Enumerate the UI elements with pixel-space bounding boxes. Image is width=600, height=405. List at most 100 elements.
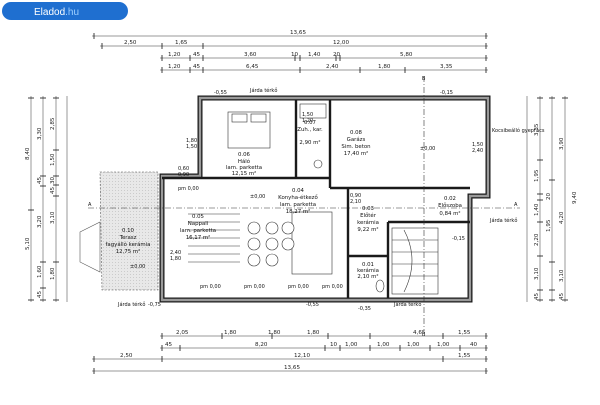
svg-text:Terasz: Terasz — [119, 235, 137, 241]
dim-bottom-r3-1: 12,10 — [294, 353, 310, 359]
house-walls — [159, 95, 491, 303]
svg-text:0.01: 0.01 — [362, 262, 374, 268]
opening-w1b: 1,50 — [186, 144, 197, 150]
level-pm-3: pm 0,00 — [288, 284, 309, 290]
svg-text:Eladod.hu: Eladod.hu — [34, 7, 79, 18]
dim-left-mid-0: 3,30 — [37, 127, 43, 140]
svg-text:lam. parketta: lam. parketta — [180, 228, 216, 234]
opening-w6b: 2,40 — [472, 148, 483, 154]
opening-w4: 2,40 — [170, 250, 181, 256]
bathroom-fixtures — [299, 103, 327, 169]
bed — [227, 111, 271, 149]
level-m055-top: -0,55 — [214, 90, 227, 96]
room-label-living: 0.05 Nappali lam. parketta 16,17 m² — [180, 214, 216, 241]
wc-fixture — [375, 279, 385, 293]
opening-w4b: 1,80 — [170, 256, 181, 262]
svg-text:Sim. beton: Sim. beton — [341, 144, 370, 150]
section-b-bottom: B — [422, 332, 426, 338]
svg-text:Garázs: Garázs — [347, 136, 366, 143]
sofa — [188, 213, 240, 263]
dim-bottom-r2-6: 1,00 — [437, 342, 450, 348]
staircase — [391, 227, 439, 295]
opening-w2: 0,90 — [350, 193, 361, 199]
dim-top-r2-3: 10 — [291, 52, 299, 58]
svg-text:Kocsibeálló gyeprács: Kocsibeálló gyeprács — [492, 127, 545, 134]
level-zero-garage: ±0,00 — [420, 146, 435, 152]
room-label-entry: 0.02 Előszoba 0,84 m² — [438, 196, 462, 217]
dim-bottom-r2-7: 40 — [470, 342, 478, 348]
dimension-chain-top — [92, 33, 488, 73]
room-label-halo: 0.06 Háló lam. parketta 12,15 m² — [226, 152, 262, 177]
dim-bottom-r2-5: 1,00 — [407, 342, 420, 348]
svg-text:0.06: 0.06 — [238, 152, 251, 158]
terrace — [79, 171, 159, 291]
svg-text:0,84 m²: 0,84 m² — [439, 210, 460, 217]
brand-logo[interactable]: Eladod.hu — [2, 2, 128, 20]
sidewalk-right-label: Járda térkő — [489, 217, 517, 224]
dim-bottom-r1-1: 1,80 — [224, 330, 237, 336]
opening-w2b: 2,10 — [350, 199, 361, 205]
dim-top-total: 13,65 — [290, 30, 306, 36]
dim-bottom-r2-4: 1,00 — [377, 342, 390, 348]
level-m075: -0,75 — [148, 302, 161, 308]
dim-right-inner-3: 1,40 — [534, 203, 540, 216]
room-label-bath: 0.07 Zuh., kar. 2,90 m² — [297, 120, 323, 146]
dim-right-inner-7: 45 — [534, 292, 540, 300]
dim-bottom-r2-3: 1,00 — [345, 342, 358, 348]
dim-left-inner-3: 45 — [50, 186, 56, 194]
section-a-right: A — [514, 202, 518, 208]
svg-text:kerámia: kerámia — [357, 267, 379, 274]
dim-left-outer-1: 5,10 — [25, 237, 31, 250]
level-m055-bottom: -0,55 — [306, 302, 319, 308]
level-zero-kitchen: ±0,00 — [250, 194, 265, 200]
dim-bottom-total: 13,65 — [284, 365, 300, 371]
svg-text:Konyha-étkező: Konyha-étkező — [278, 194, 318, 201]
dim-top-r2-2: 3,60 — [244, 52, 257, 58]
svg-text:Előtér: Előtér — [360, 212, 377, 219]
svg-text:lam. parketta: lam. parketta — [226, 165, 262, 171]
level-pm-2: pm 0,00 — [244, 284, 265, 290]
dim-bottom-r1-0: 2,05 — [176, 330, 189, 336]
svg-text:lam. parketta: lam. parketta — [280, 202, 316, 208]
dim-left-mid-3: 1,60 — [37, 265, 43, 278]
svg-text:0.04: 0.04 — [292, 188, 305, 194]
dim-left-inner-0: 2,85 — [50, 117, 56, 130]
sidewalk-bottom-right-label: Járda térkő — [393, 301, 421, 308]
svg-text:Előszoba: Előszoba — [438, 203, 462, 209]
brand-name: Eladod — [34, 7, 65, 18]
svg-text:0.08: 0.08 — [350, 130, 363, 136]
svg-text:0.10: 0.10 — [122, 228, 135, 234]
dim-right-inner-0: 3,35 — [534, 123, 540, 136]
brand-tld: .hu — [65, 7, 79, 18]
room-label-garage: 0.08 Garázs Sim. beton 17,40 m² — [341, 130, 370, 157]
dim-right-mid-0: 3,90 — [559, 137, 565, 150]
dim-left-outer-0: 8,40 — [25, 147, 31, 160]
level-pm-living: pm 0,00 — [178, 186, 199, 192]
dim-right-inner-6: 3,10 — [534, 267, 540, 280]
dim-left-inner-4: 3,10 — [50, 211, 56, 224]
dimension-chain-right — [526, 96, 568, 302]
dim-top-r3-4: 1,80 — [378, 64, 391, 70]
dim-top-r1-2: 12,00 — [333, 40, 349, 46]
dim-top-r2-6: 5,80 — [400, 52, 413, 58]
svg-text:Nappali: Nappali — [188, 221, 208, 227]
room-label-hall: 0.03 Előtér kerámia 9,22 m² — [357, 206, 379, 233]
dim-left-mid-2: 3,20 — [37, 215, 43, 228]
opening-w6: 1,50 — [472, 142, 483, 148]
dim-bottom-r1-3: 1,80 — [307, 330, 320, 336]
opening-w3: 1,50 — [302, 112, 313, 118]
opening-w5: 0,60 — [178, 166, 189, 172]
dim-bottom-r1-4: 4,65 — [413, 330, 426, 336]
level-m015-right: -0,15 — [452, 236, 465, 242]
dim-bottom-r2-0: 45 — [165, 342, 173, 348]
level-m035: -0,35 — [358, 306, 371, 312]
dimension-chain-bottom — [92, 333, 488, 374]
dim-bottom-r3-0: 2,50 — [120, 353, 133, 359]
dim-top-r3-1: 45 — [193, 64, 201, 70]
section-b-top: B — [422, 76, 426, 82]
opening-w3b: 1,20 — [302, 118, 313, 124]
opening-w5b: 0,90 — [178, 172, 189, 178]
room-label-wc: 0.01 kerámia 2,10 m² — [357, 262, 379, 280]
dim-top-r1-0: 2,50 — [124, 40, 137, 46]
svg-text:12,15 m²: 12,15 m² — [232, 170, 257, 177]
